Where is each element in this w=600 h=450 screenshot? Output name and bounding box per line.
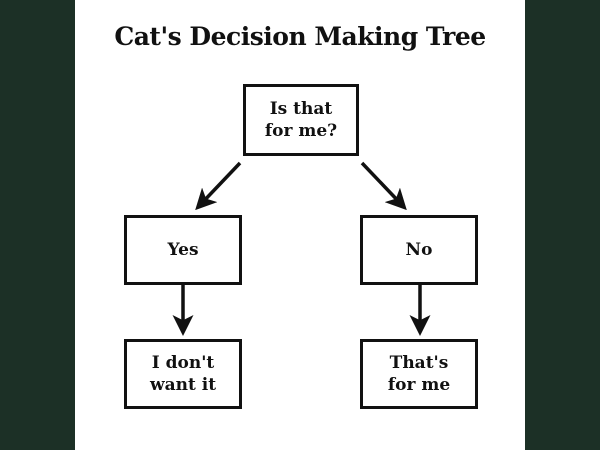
- node-root-question: Is that for me?: [243, 84, 359, 156]
- node-yes-result: I don't want it: [124, 339, 242, 409]
- node-no: No: [360, 215, 478, 285]
- diagram-title: Cat's Decision Making Tree: [114, 22, 486, 51]
- arrow-root-to-no: [360, 161, 407, 211]
- node-yes: Yes: [124, 215, 242, 285]
- arrow-root-to-yes: [195, 161, 242, 211]
- node-no-result: That's for me: [360, 339, 478, 409]
